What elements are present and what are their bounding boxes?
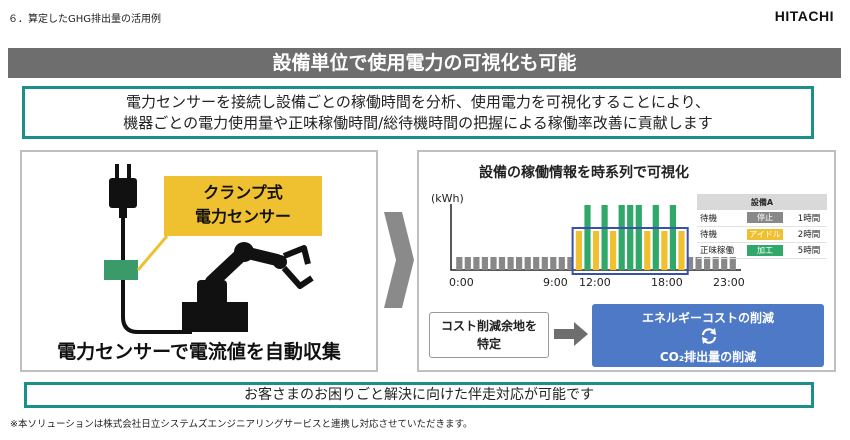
- chart-bar: [507, 257, 514, 270]
- x-tick-label: 0:00: [449, 276, 474, 289]
- plug-icon: [109, 164, 137, 218]
- chart-bar: [490, 257, 497, 270]
- chart-bar: [721, 257, 728, 270]
- sensor-label-box: クランプ式 電力センサー: [164, 176, 322, 236]
- chart-bar: [627, 205, 634, 270]
- chart-bar: [601, 205, 608, 270]
- legend-row-time: 5時間: [791, 242, 827, 259]
- chart-bar: [524, 257, 531, 270]
- legend-row-label: 正味稼働: [697, 242, 739, 259]
- chart-bar: [704, 257, 711, 270]
- chart-bar: [498, 257, 506, 270]
- chart-bar: [618, 205, 625, 270]
- legend-row-time: 1時間: [791, 210, 827, 227]
- sensor-label-line-2: 電力センサー: [194, 207, 291, 226]
- x-tick-label: 12:00: [579, 276, 611, 289]
- legend-row-label: 待機: [697, 226, 739, 243]
- legend-row: 待機 停止 1時間: [697, 210, 827, 227]
- sensor-label-line-1: クランプ式: [203, 183, 283, 202]
- chart-bar: [652, 205, 659, 270]
- chart-bar: [550, 257, 557, 270]
- status-badge: 加工: [747, 244, 783, 256]
- chart-bar: [635, 205, 642, 270]
- legend-header: 設備A: [697, 194, 827, 210]
- chart-bar: [456, 257, 463, 270]
- arrow-right-icon: [554, 322, 588, 346]
- chart-bar: [575, 231, 582, 270]
- legend-row: 待機 アイドル 2時間: [697, 226, 827, 243]
- energy-reduction-box: エネルギーコストの削減 CO₂排出量の削減: [592, 304, 824, 367]
- x-tick-label: 23:00: [713, 276, 745, 289]
- x-tick-label: 18:00: [651, 276, 683, 289]
- cycle-icon: [701, 328, 717, 344]
- highlight-range-box: [571, 227, 689, 275]
- legend-row: 正味稼働 加工 5時間: [697, 242, 827, 259]
- chart-bar: [686, 257, 694, 270]
- summary-box: 電力センサーを接続し設備ごとの稼働時間を分析、使用電力を可視化することにより、 …: [22, 86, 814, 139]
- chart-bar: [729, 257, 736, 270]
- clamp-sensor-icon: [104, 260, 138, 280]
- cost-line-1: コスト削減余地を: [440, 319, 537, 333]
- status-badge: 停止: [747, 212, 783, 224]
- summary-line-2: 機器ごとの電力使用量や正味稼働時間/総待機時間の把握による稼働率改善に貢献します: [123, 114, 713, 132]
- x-tick-label: 9:00: [543, 276, 568, 289]
- chart-bar: [567, 257, 574, 270]
- visualization-panel: 設備の稼働情報を時系列で可視化 (kWh) 0:00 9:00 12:00 18…: [417, 150, 836, 372]
- footer-message: お客さまのお困りごと解決に向けた伴走対応が可能です: [24, 382, 814, 408]
- chart-bar: [558, 257, 565, 270]
- chart-bar: [610, 231, 617, 270]
- chart-bar: [533, 257, 540, 270]
- chart-bar: [678, 231, 685, 270]
- top-bar: ６．算定したGHG排出量の活用例 HITACHI: [0, 0, 850, 36]
- section-title: ６．算定したGHG排出量の活用例: [8, 14, 162, 25]
- chart-title: 設備の稼働情報を時系列で可視化: [479, 165, 689, 181]
- sensor-caption: 電力センサーで電流値を自動収集: [57, 341, 341, 363]
- chart-bar: [695, 257, 702, 270]
- co2-reduction-label: CO₂排出量の削減: [659, 350, 757, 364]
- usage-chart: [450, 204, 741, 275]
- chart-bar: [669, 205, 676, 270]
- status-badge: アイドル: [747, 228, 783, 240]
- chevron-right-icon: [384, 212, 414, 308]
- sensor-panel: クランプ式 電力センサー 電力センサーで電流値を自動収集: [20, 150, 378, 372]
- chart-bar: [661, 231, 668, 270]
- cost-line-2: 特定: [476, 337, 501, 351]
- sensor-illustration: [104, 164, 314, 334]
- chart-bar: [541, 257, 548, 270]
- chart-y-label: (kWh): [431, 192, 464, 205]
- cost-reduction-box: コスト削減余地を 特定: [429, 312, 549, 358]
- chart-bar: [712, 257, 719, 270]
- chart-bar: [584, 205, 591, 270]
- chart-bar: [644, 231, 651, 270]
- chart-bar: [516, 257, 523, 270]
- chart-bar: [592, 231, 600, 270]
- footer-text: お客さまのお困りごと解決に向けた伴走対応が可能です: [244, 387, 594, 403]
- energy-cost-label: エネルギーコストの削減: [641, 311, 774, 325]
- company-logo: HITACHI: [774, 8, 834, 24]
- legend-row-time: 2時間: [791, 226, 827, 243]
- chart-bar: [464, 257, 471, 270]
- footnote: ※本ソリューションは株式会社日立システムズエンジニアリングサービスと連携し対応さ…: [10, 419, 473, 430]
- chart-bar: [473, 257, 480, 270]
- summary-line-1: 電力センサーを接続し設備ごとの稼働時間を分析、使用電力を可視化することにより、: [126, 93, 710, 111]
- page-banner: 設備単位で使用電力の可視化も可能: [8, 48, 841, 78]
- chart-bar: [481, 257, 488, 270]
- legend-table: 設備A 待機 停止 1時間 待機 アイドル 2時間 正味稼働 加工 5時間: [697, 194, 827, 259]
- robot-arm-icon: [182, 242, 314, 332]
- legend-row-label: 待機: [697, 210, 739, 227]
